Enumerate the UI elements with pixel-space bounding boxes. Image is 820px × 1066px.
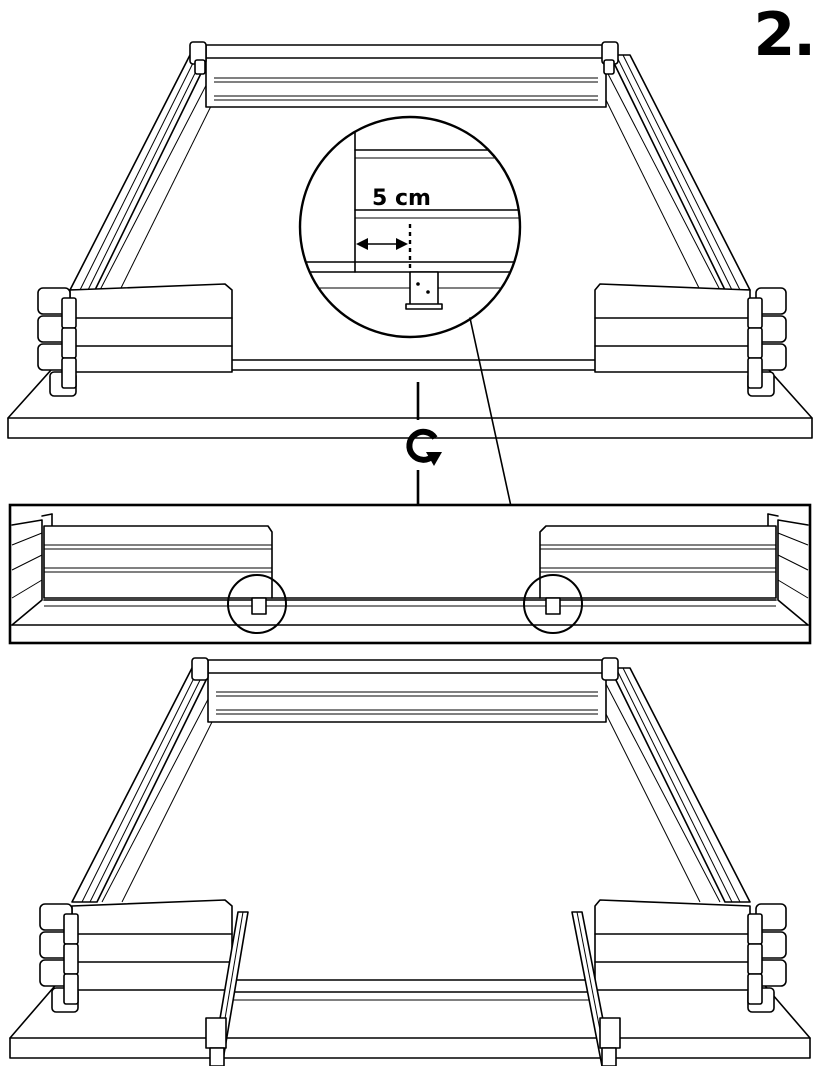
mounting-bracket: [205, 1017, 227, 1049]
detail-magnifier: 5 cm: [298, 115, 528, 581]
back-wall: [207, 659, 607, 723]
top-raised-bed-assembly: [7, 41, 813, 439]
step-number: 2.: [753, 0, 816, 70]
bottom-raised-bed-assembly: [9, 657, 811, 1066]
corner-post: [191, 657, 209, 681]
side-view-detail-panel: [8, 503, 812, 645]
mounting-bracket: [599, 1017, 621, 1049]
corner-post: [601, 657, 619, 681]
mounting-bracket: [251, 597, 267, 615]
left-side-wall: [69, 54, 211, 291]
detail-circle: [523, 574, 583, 634]
mounting-bracket: [409, 271, 439, 307]
rotate-icon: [406, 428, 442, 466]
front-left-wall: [71, 899, 233, 991]
right-side-wall: [609, 54, 751, 291]
right-side-wall: [609, 667, 751, 903]
left-side-wall: [71, 667, 213, 903]
front-left-wall: [69, 283, 233, 373]
detail-circle: [227, 574, 287, 634]
mounting-bracket: [545, 597, 561, 615]
measurement-label: 5 cm: [372, 186, 431, 211]
front-right-wall: [594, 899, 751, 991]
back-wall: [205, 44, 607, 108]
front-right-wall: [594, 283, 751, 373]
